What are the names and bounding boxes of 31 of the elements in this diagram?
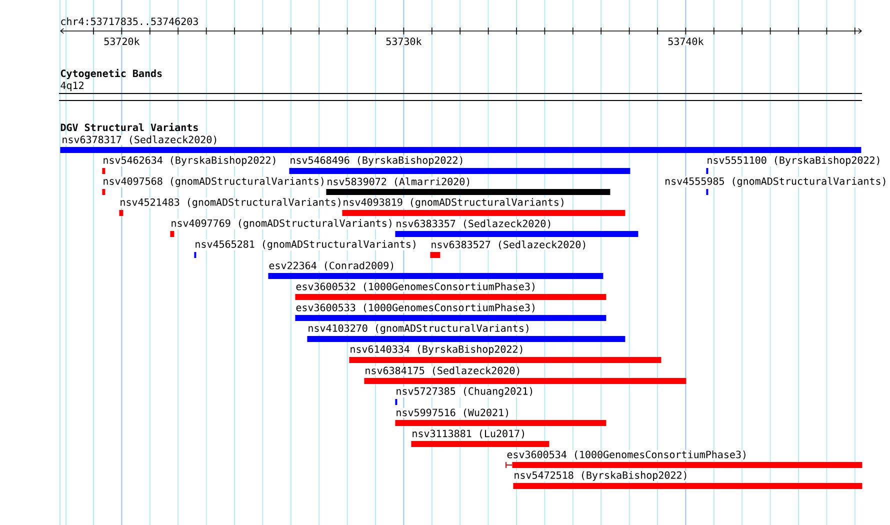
feature-label: esv3600534 (1000GenomesConsortiumPhase3) [506, 450, 748, 460]
feature-label: nsv4555985 (gnomADStructuralVariants) [664, 176, 888, 188]
tick-label: 53740k [666, 37, 705, 46]
feature-label: nsv6383357 (Sedlazeck2020) [395, 219, 553, 229]
feature-label: nsv6384175 (Sedlazeck2020) [364, 366, 522, 376]
feature-label: nsv5997516 (Wu2021) [395, 408, 511, 418]
band-label: 4q12 [60, 82, 84, 92]
feature-label: nsv4097769 (gnomADStructuralVariants) [170, 218, 394, 230]
feature-label: nsv6378317 (Sedlazeck2020) [61, 135, 219, 145]
feature-label: nsv4565281 (gnomADStructuralVariants) [194, 240, 418, 250]
feature-label: nsv5468496 (ByrskaBishop2022) [289, 156, 465, 166]
feature-label: nsv6140334 (ByrskaBishop2022) [349, 344, 525, 356]
feature-label: nsv5727385 (Chuang2021) [395, 386, 535, 398]
feature-label: nsv4093819 (gnomADStructuralVariants) [342, 198, 566, 208]
feature-label: nsv4097568 (gnomADStructuralVariants) [102, 176, 326, 188]
feature-label: nsv4521483 (gnomADStructuralVariants) [119, 198, 343, 208]
feature-label: esv22364 (Conrad2009) [268, 261, 396, 271]
feature-label: nsv3113881 (Lu2017) [411, 429, 527, 439]
coordinate-range: chr4:53717835..53746203 [61, 17, 198, 26]
feature-label: esv3600533 (1000GenomesConsortiumPhase3) [295, 303, 538, 313]
feature-label: nsv4103270 (gnomADStructuralVariants) [307, 324, 531, 334]
feature-label: nsv5472518 (ByrskaBishop2022) [513, 470, 689, 482]
feature-label: nsv5462634 (ByrskaBishop2022) [102, 156, 278, 166]
feature-label: nsv5839072 (Almarri2020) [326, 177, 472, 187]
feature-label: nsv6383527 (Sedlazeck2020) [430, 240, 588, 250]
tick-label: 53720k [102, 37, 141, 46]
track-title: Cytogenetic Bands [60, 68, 162, 80]
tick-label: 53730k [384, 37, 423, 46]
feature-label: esv3600532 (1000GenomesConsortiumPhase3) [295, 282, 538, 292]
track-title: DGV Structural Variants [60, 122, 198, 132]
feature-label: nsv5551100 (ByrskaBishop2022) [706, 156, 882, 166]
